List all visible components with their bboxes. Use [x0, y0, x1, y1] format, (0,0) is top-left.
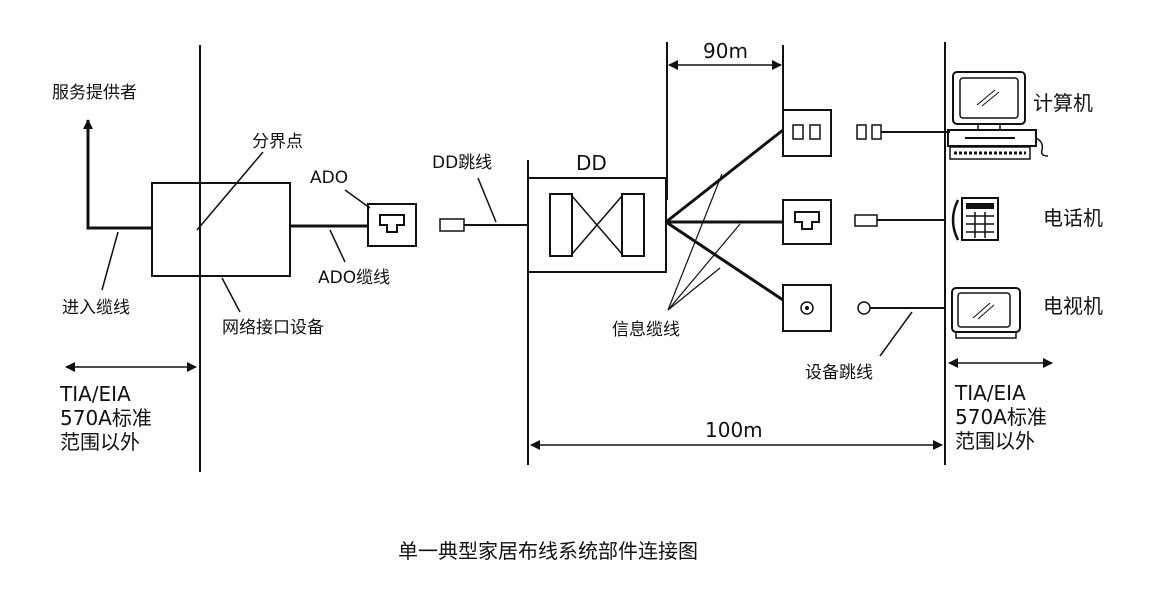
computer-label: 计算机	[1033, 91, 1093, 115]
equipment-jumper-label: 设备跳线	[805, 363, 873, 383]
scope-right-line-1: TIA/EIA	[954, 381, 1026, 405]
demarcation-point-label: 分界点	[252, 132, 303, 152]
outlet-television-coax-icon	[800, 301, 814, 315]
dim-100m-label: 100m	[705, 418, 763, 442]
dd-box	[527, 177, 667, 273]
jumper-television-plug	[857, 301, 871, 315]
outlet-computer-port-1	[792, 124, 804, 140]
dd-jumper-plug	[439, 218, 465, 232]
info-cable-label: 信息缆线	[612, 320, 680, 340]
network-interface-box	[151, 182, 291, 277]
figure-caption: 单一典型家居布线系统部件连接图	[398, 539, 698, 563]
dd-label: DD	[576, 151, 607, 175]
scope-left-line-3: 范围以外	[60, 430, 140, 454]
television-label: 电视机	[1043, 294, 1103, 318]
equipment-jumper-pointer	[879, 311, 913, 357]
dd-cross-2	[571, 195, 623, 255]
entrance-cable-line	[83, 119, 152, 230]
television-icon	[951, 287, 1021, 339]
dd-jumper-label: DD跳线	[432, 153, 492, 173]
info-cable-pointer-2	[667, 223, 741, 311]
service-provider-label: 服务提供者	[52, 83, 137, 103]
telephone-label: 电话机	[1043, 206, 1103, 230]
scope-left-line-2: 570A标准	[60, 406, 152, 430]
ado-outlet	[367, 203, 417, 247]
entrance-cable-pointer	[101, 231, 119, 291]
dd-panel-right	[621, 193, 645, 257]
outlet-computer-port-2	[809, 124, 821, 140]
demarcation-diagonal	[196, 151, 264, 231]
outlet-telephone-jack-icon	[794, 211, 820, 230]
network-interface-pointer	[221, 277, 241, 313]
ado-cable-pointer	[329, 229, 346, 263]
outlet-television	[782, 284, 832, 332]
scope-left-line-1: TIA/EIA	[59, 382, 131, 406]
telephone-icon	[951, 197, 999, 241]
ado-label: ADO	[310, 168, 348, 188]
network-interface-label: 网络接口设备	[222, 318, 324, 338]
dd-jumper-pointer	[477, 177, 497, 223]
ado-cable-label: ADO缆线	[318, 268, 390, 288]
scope-right-line-2: 570A标准	[955, 405, 1047, 429]
info-cable-television	[665, 220, 784, 302]
info-cable-pointer-3	[667, 267, 721, 311]
computer-icon	[947, 71, 1049, 160]
ado-pointer	[344, 189, 371, 209]
jumper-telephone-plug	[854, 214, 878, 227]
info-cable-pointer-1	[667, 173, 723, 311]
ado-jack-icon	[379, 214, 405, 233]
info-cable-computer	[665, 128, 784, 224]
outlet-television-coax-center	[805, 306, 809, 310]
dim-90m-label: 90m	[703, 39, 748, 63]
outlet-computer	[782, 109, 832, 157]
entrance-cable-label: 进入缆线	[62, 298, 130, 318]
jumper-computer-plug-2	[871, 124, 882, 140]
dd-panel-left	[549, 193, 573, 257]
scope-right-line-3: 范围以外	[955, 429, 1035, 453]
jumper-computer-plug-1	[856, 124, 867, 140]
outlet-telephone	[782, 199, 832, 245]
